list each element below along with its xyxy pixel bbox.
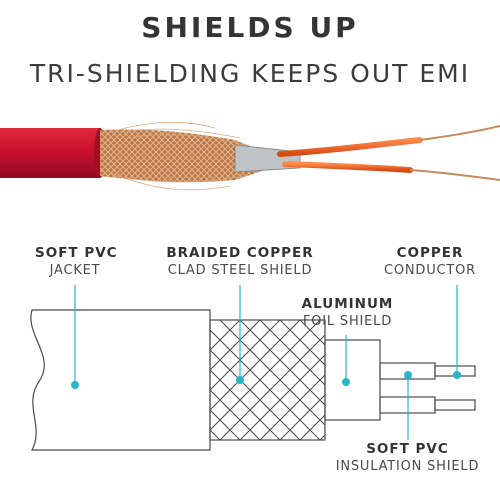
label-braid-desc: CLAD STEEL SHIELD <box>167 263 313 278</box>
label-jacket: SOFT PVC JACKET <box>35 244 118 280</box>
photo-braid <box>100 129 265 183</box>
photo-jacket <box>0 128 100 178</box>
diagram-conductor-bottom <box>434 399 476 411</box>
label-insulation-desc: INSULATION SHIELD <box>335 459 480 474</box>
label-insulation: SOFT PVC INSULATION SHIELD <box>325 440 490 476</box>
label-conductor-desc: CONDUCTOR <box>383 263 477 278</box>
diagram-braid-hatch <box>210 320 325 440</box>
label-jacket-desc: JACKET <box>49 263 101 278</box>
label-foil: ALUMINUM FOIL SHIELD <box>295 295 400 331</box>
diagram-braid <box>209 319 326 441</box>
headline: SHIELDS UP <box>141 11 359 44</box>
label-jacket-title: SOFT PVC <box>35 245 118 261</box>
photo-foil <box>234 144 301 173</box>
photo-wire-top <box>277 137 423 157</box>
photo-conductor-top <box>419 125 500 141</box>
subheadline: TRI-SHIELDING KEEPS OUT EMI <box>29 59 471 88</box>
cable-photo <box>0 121 500 191</box>
callout-lines <box>74 285 458 440</box>
callout-dots <box>71 371 461 389</box>
diagram-foil <box>324 339 381 421</box>
label-braid-title: BRAIDED COPPER <box>166 245 314 261</box>
photo-conductor-bottom <box>409 169 500 181</box>
photo-wire-bottom <box>282 161 413 173</box>
label-foil-desc: FOIL SHIELD <box>302 314 393 329</box>
label-conductor: COPPER CONDUCTOR <box>380 244 480 280</box>
diagram-jacket <box>30 309 211 451</box>
label-conductor-title: COPPER <box>396 245 464 261</box>
label-insulation-title: SOFT PVC <box>366 441 449 457</box>
cable-diagram <box>30 285 476 451</box>
label-braid: BRAIDED COPPER CLAD STEEL SHIELD <box>160 244 320 280</box>
label-foil-title: ALUMINUM <box>301 296 394 312</box>
